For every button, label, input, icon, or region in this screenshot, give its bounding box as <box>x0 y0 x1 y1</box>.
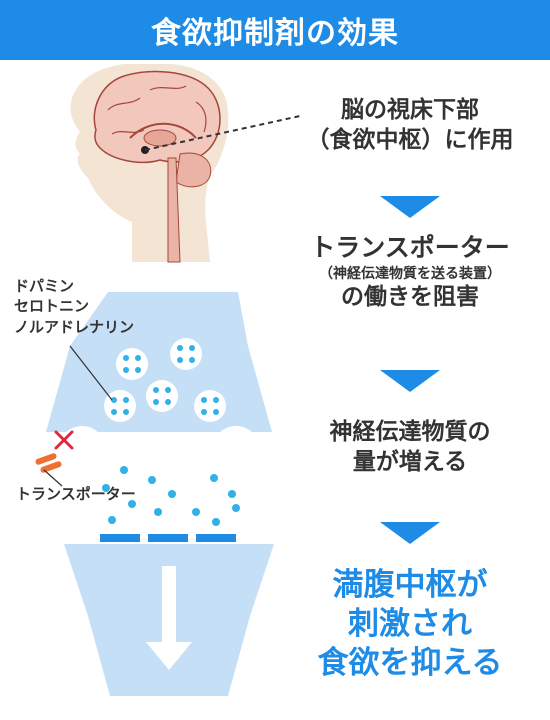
step-4-text: 満腹中枢が 刺激され 食欲を抑える <box>282 566 538 682</box>
step-3-text: 神経伝達物質の 量が増える <box>282 418 538 478</box>
transporter-leader-line <box>43 469 63 487</box>
step-arrow-1 <box>380 196 440 218</box>
title-banner: 食欲抑制剤の効果 <box>0 0 550 60</box>
step-1-line-2: （食欲中枢）に作用 <box>306 126 514 153</box>
vesicle <box>146 380 178 412</box>
label-noradrenaline: ノルアドレナリン <box>14 317 135 336</box>
step-arrow-3 <box>380 522 440 544</box>
step-2-line-1: トランスポーター <box>310 233 510 262</box>
neurotransmitter-labels: ドパミン セロトニン ノルアドレナリン <box>14 276 134 337</box>
step-1-line-1: 脳の視床下部 <box>341 97 479 123</box>
step-2-line-3: の働きを阻害 <box>341 283 479 310</box>
vesicles <box>104 338 226 422</box>
transporter-label: トランスポーター <box>16 485 136 503</box>
step-2-text: トランスポーター （神経伝達物質を送る装置） の働きを阻害 <box>282 232 538 313</box>
step-1-text: 脳の視床下部 （食欲中枢）に作用 <box>282 96 538 156</box>
step-arrow-2 <box>380 370 440 392</box>
head-illustration <box>70 64 301 263</box>
blocked-cross-icon <box>54 430 74 450</box>
step-4-line-3: 食欲を抑える <box>317 644 503 681</box>
vesicle <box>170 338 202 370</box>
vesicle <box>194 390 226 422</box>
vesicle <box>116 348 148 380</box>
released-neurotransmitters <box>102 466 240 526</box>
step-4-line-1: 満腹中枢が <box>332 567 488 603</box>
label-dopamine: ドパミン <box>14 277 75 295</box>
transporter-icon <box>35 453 62 473</box>
page-title: 食欲抑制剤の効果 <box>151 16 399 51</box>
step-3-line-2: 量が増える <box>352 448 468 475</box>
neurotransmitter-leader-line <box>69 345 113 401</box>
label-serotonin: セロトニン <box>14 297 90 316</box>
vesicle <box>104 390 136 422</box>
signal-arrow-icon <box>146 566 192 670</box>
step-3-line-1: 神経伝達物質の <box>329 419 491 445</box>
step-4-line-2: 刺激され <box>348 605 472 642</box>
synaptic-cleft-cutouts <box>58 426 260 476</box>
step-2-line-2: （神経伝達物質を送る装置） <box>319 265 501 282</box>
